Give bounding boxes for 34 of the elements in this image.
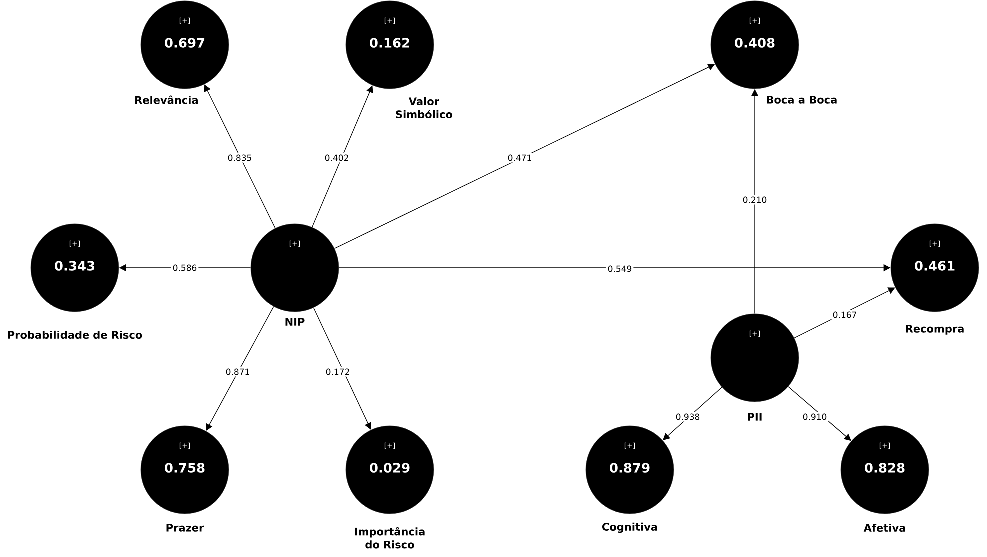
- construct-label: Cognitiva: [602, 522, 658, 534]
- path-coefficient: 0.910: [801, 412, 829, 422]
- path-coefficient: 0.210: [741, 195, 769, 205]
- path-coefficient: 0.402: [323, 153, 351, 163]
- construct-label: PII: [748, 413, 762, 421]
- construct-label: Prazer: [166, 524, 204, 532]
- path-coefficient: 0.871: [224, 367, 252, 377]
- construct-label: Valor Simbólico: [396, 97, 452, 119]
- path-coefficient: 0.586: [171, 263, 199, 273]
- path-coefficient: 0.835: [226, 153, 254, 163]
- path-arrow: [794, 288, 896, 339]
- r-squared-value: 0.828: [865, 463, 905, 473]
- construct-label: NIP: [286, 318, 305, 326]
- r-squared-value: 0.343: [55, 261, 95, 271]
- r-squared-value: 0.029: [370, 463, 410, 473]
- construct-label: Afetiva: [864, 524, 906, 532]
- construct-label: Probabilidade de Risco: [8, 330, 142, 340]
- path-coefficient: 0.938: [674, 412, 702, 422]
- r-squared-value: 0.461: [915, 261, 955, 271]
- path-coefficient: 0.471: [506, 153, 534, 163]
- r-squared-value: 0.162: [370, 38, 410, 48]
- path-arrow: [313, 308, 372, 430]
- construct-label: Importância do Risco: [355, 527, 425, 549]
- path-coefficient: 0.172: [324, 367, 352, 377]
- path-coefficient: 0.549: [606, 264, 634, 274]
- construct-label: Boca a Boca: [767, 96, 837, 104]
- r-squared-value: 0.758: [165, 463, 205, 473]
- path-coefficient: 0.167: [831, 310, 859, 320]
- construct-label: Relevância: [136, 96, 198, 104]
- path-arrow: [204, 84, 276, 229]
- r-squared-value: 0.408: [735, 38, 775, 48]
- construct-label: Recompra: [906, 325, 964, 335]
- r-squared-value: 0.879: [610, 463, 650, 473]
- r-squared-value: 0.697: [165, 38, 205, 48]
